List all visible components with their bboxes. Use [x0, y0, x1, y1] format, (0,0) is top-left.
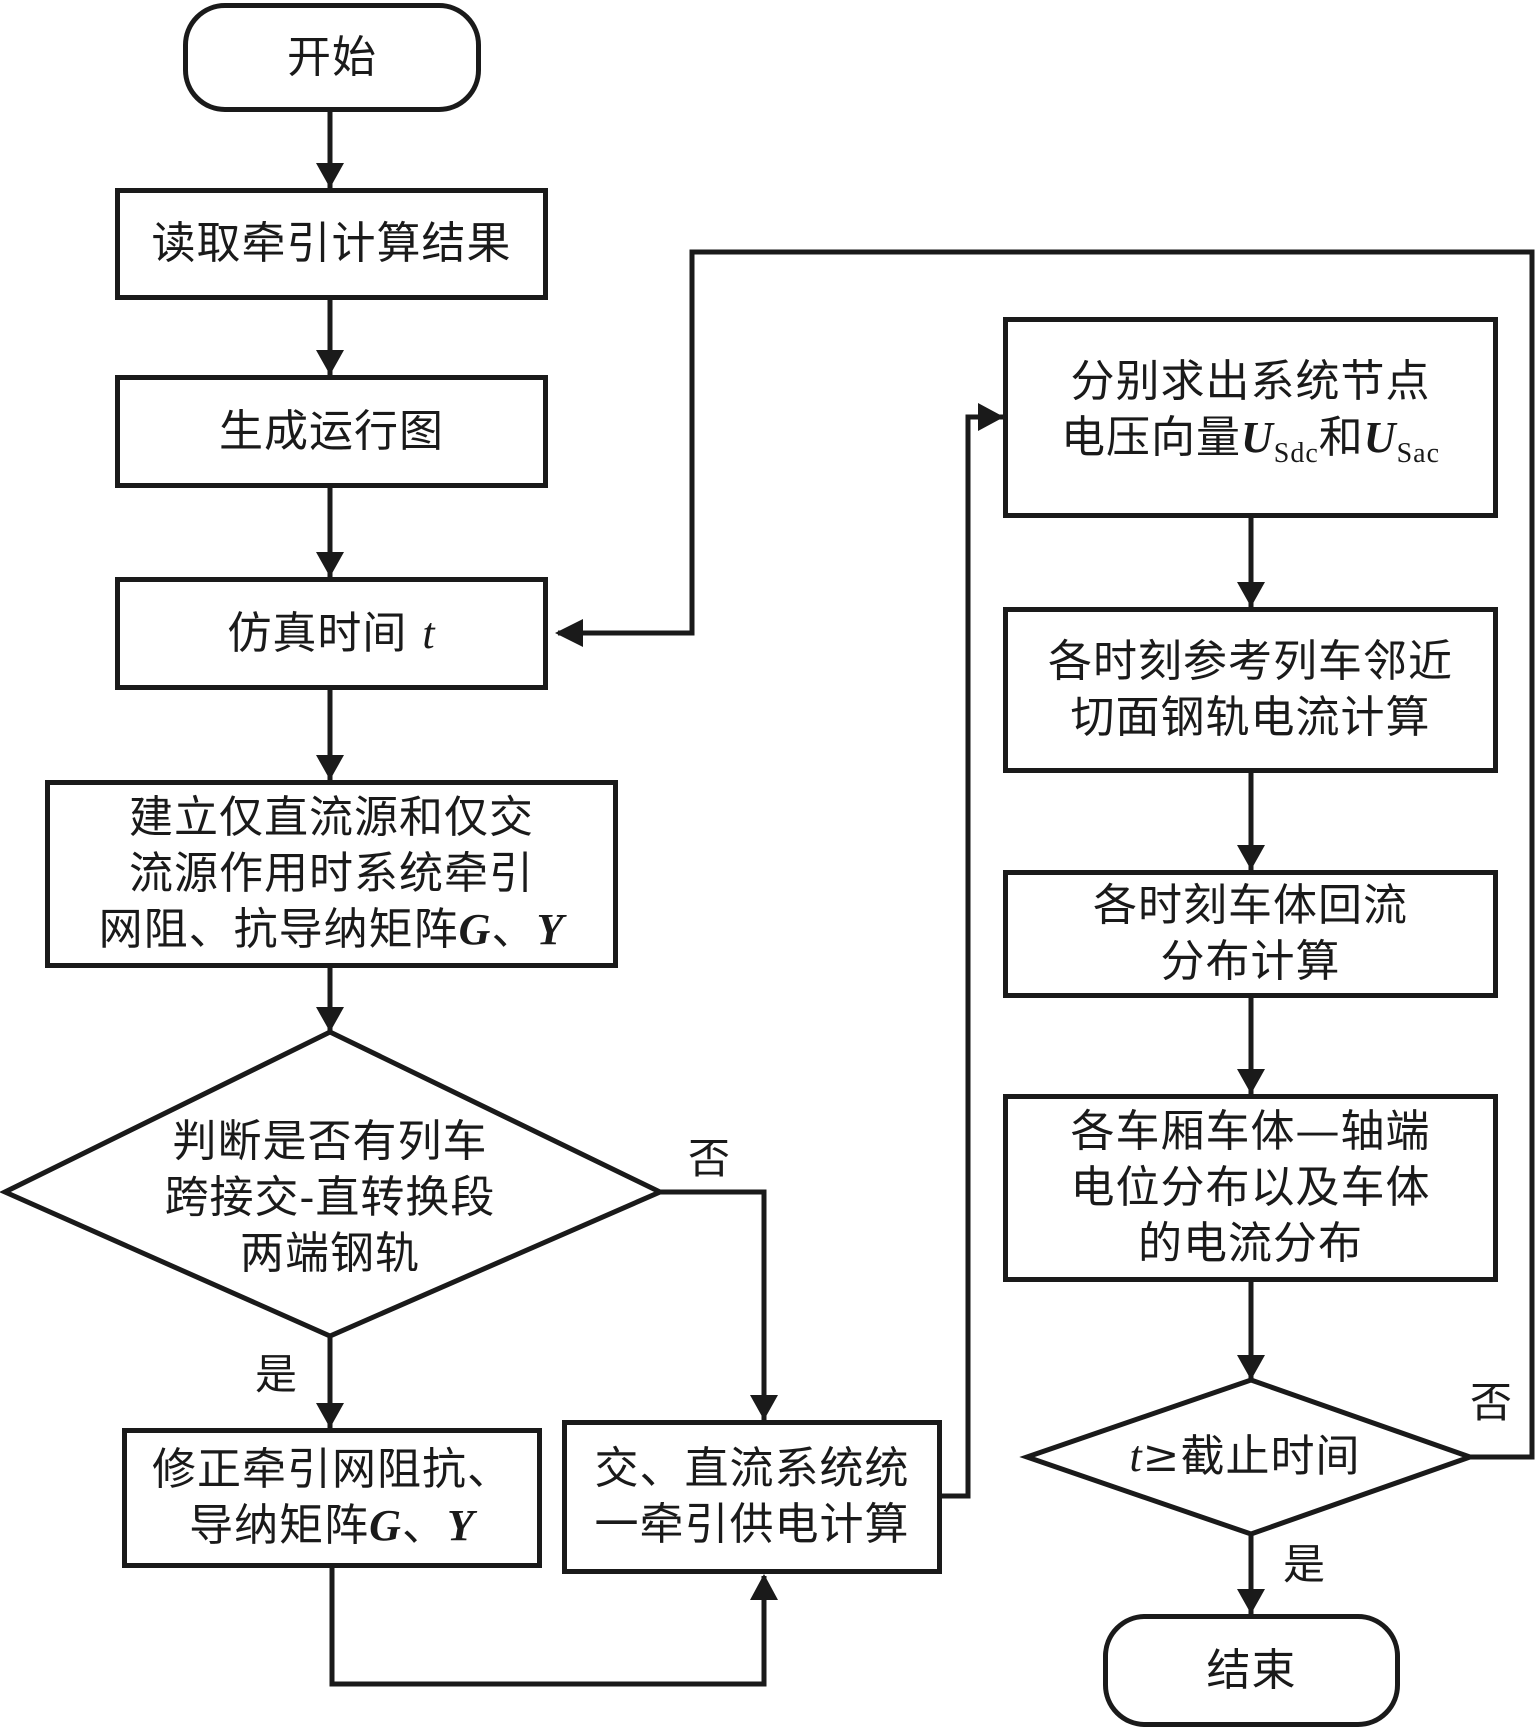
matrix-g-variable: G [458, 905, 492, 954]
separator: 、 [401, 1500, 447, 1551]
build-matrix-step: 建立仅直流源和仅交 流源作用时系统牵引 网阻、抗导纳矩阵G、Y [45, 780, 618, 968]
arrowhead-icon [1237, 1589, 1265, 1614]
arrowhead-icon [750, 1574, 778, 1600]
arrowhead-icon [555, 619, 583, 647]
node-voltage-line1: 分别求出系统节点 [1070, 355, 1431, 407]
body-return-line1: 各时刻车体回流 [1093, 880, 1408, 931]
subscript-sdc: Sdc [1273, 437, 1319, 469]
potential-distribution-step: 各车厢车体—轴端 电位分布以及车体 的电流分布 [1003, 1094, 1498, 1282]
decision-cross-line3: 两端钢轨 [240, 1228, 420, 1279]
arrow-no-to-unified [660, 1189, 767, 1420]
arrowhead-icon [1237, 1069, 1265, 1094]
simulation-time-label: 仿真时间 t [227, 606, 435, 662]
no-label-time: 否 [1470, 1378, 1513, 1427]
node-voltage-line2-text: 电压向量 [1061, 411, 1241, 463]
separator: 、 [491, 904, 537, 955]
voltage-u-dc-variable: U [1241, 412, 1274, 462]
correct-matrix-line2-text: 导纳矩阵 [189, 1500, 370, 1551]
yes-label-time: 是 [1283, 1540, 1326, 1589]
potential-dist-line1: 各车厢车体—轴端 [1070, 1106, 1431, 1157]
correct-matrix-step: 修正牵引网阻抗、 导纳矩阵G、Y [122, 1428, 542, 1568]
potential-dist-line3: 的电流分布 [1138, 1218, 1363, 1269]
arrowhead-icon [316, 350, 344, 375]
node-voltage-step: 分别求出系统节点 电压向量USdc和USac [1003, 317, 1498, 518]
arrowhead-icon [316, 1007, 344, 1032]
arrowhead-icon [1237, 1355, 1265, 1380]
decision-cross-text: 判断是否有列车 跨接交-直转换段 两端钢轨 [100, 1108, 560, 1288]
decision-cross-line1: 判断是否有列车 [172, 1116, 488, 1167]
conjunction: 和 [1318, 411, 1364, 463]
generate-diagram-label: 生成运行图 [219, 405, 444, 457]
matrix-y-variable: Y [536, 905, 565, 954]
correct-matrix-line2: 导纳矩阵G、Y [189, 1498, 475, 1554]
rail-current-line2: 切面钢轨电流计算 [1070, 692, 1431, 743]
build-matrix-line3-text: 网阻、抗导纳矩阵 [98, 904, 459, 955]
time-variable: t [1129, 1432, 1143, 1481]
end-label: 结束 [1206, 1644, 1297, 1696]
arrowhead-icon [316, 163, 344, 188]
decision-time-condition: ≥截止时间 [1142, 1431, 1361, 1482]
arrowhead-icon [1237, 582, 1265, 607]
arrowhead-icon [1237, 845, 1265, 870]
unified-calc-line1: 交、直流系统统 [594, 1443, 910, 1494]
rail-current-step: 各时刻参考列车邻近 切面钢轨电流计算 [1003, 607, 1498, 773]
unified-calculation-step: 交、直流系统统 一牵引供电计算 [562, 1420, 942, 1574]
start-label: 开始 [287, 31, 377, 83]
arrowhead-icon [750, 1395, 778, 1420]
node-voltage-line2: 电压向量USdc和USac [1061, 410, 1440, 482]
correct-matrix-line1: 修正牵引网阻抗、 [152, 1444, 512, 1495]
arrow-unified-to-voltage [940, 414, 1003, 1499]
time-variable: t [422, 608, 436, 658]
simulation-time-step: 仿真时间 t [115, 577, 548, 690]
arrowhead-icon [316, 1403, 344, 1428]
arrowhead-icon [978, 403, 1004, 431]
build-matrix-line3: 网阻、抗导纳矩阵G、Y [99, 902, 565, 958]
simulation-time-text: 仿真时间 [227, 607, 423, 659]
rail-current-line1: 各时刻参考列车邻近 [1048, 636, 1453, 687]
body-return-step: 各时刻车体回流 分布计算 [1003, 870, 1498, 998]
start-terminator: 开始 [183, 3, 481, 112]
arrow-correct-to-unified [329, 1568, 767, 1687]
build-matrix-line2: 流源作用时系统牵引 [129, 848, 534, 899]
yes-label-cross: 是 [255, 1350, 298, 1399]
arrowhead-icon [316, 755, 344, 780]
generate-diagram-step: 生成运行图 [115, 375, 548, 488]
voltage-u-ac-variable: U [1363, 412, 1397, 462]
decision-time-label: t≥截止时间 [1129, 1429, 1360, 1485]
potential-dist-line2: 电位分布以及车体 [1070, 1162, 1431, 1213]
decision-time-text: t≥截止时间 [1080, 1427, 1410, 1487]
no-label-cross: 否 [688, 1134, 731, 1183]
build-matrix-line1: 建立仅直流源和仅交 [129, 792, 534, 843]
matrix-y-variable: Y [446, 1501, 475, 1550]
end-terminator: 结束 [1103, 1614, 1400, 1727]
subscript-sac: Sac [1396, 437, 1440, 469]
decision-cross-line2: 跨接交-直转换段 [164, 1172, 496, 1223]
matrix-g-variable: G [369, 1501, 402, 1550]
read-results-label: 读取牵引计算结果 [151, 218, 512, 269]
unified-calc-line2: 一牵引供电计算 [594, 1499, 910, 1550]
body-return-line2: 分布计算 [1160, 936, 1341, 987]
arrow-time-no-loop [558, 249, 1535, 1460]
arrowhead-icon [316, 552, 344, 577]
read-results-step: 读取牵引计算结果 [115, 188, 548, 300]
